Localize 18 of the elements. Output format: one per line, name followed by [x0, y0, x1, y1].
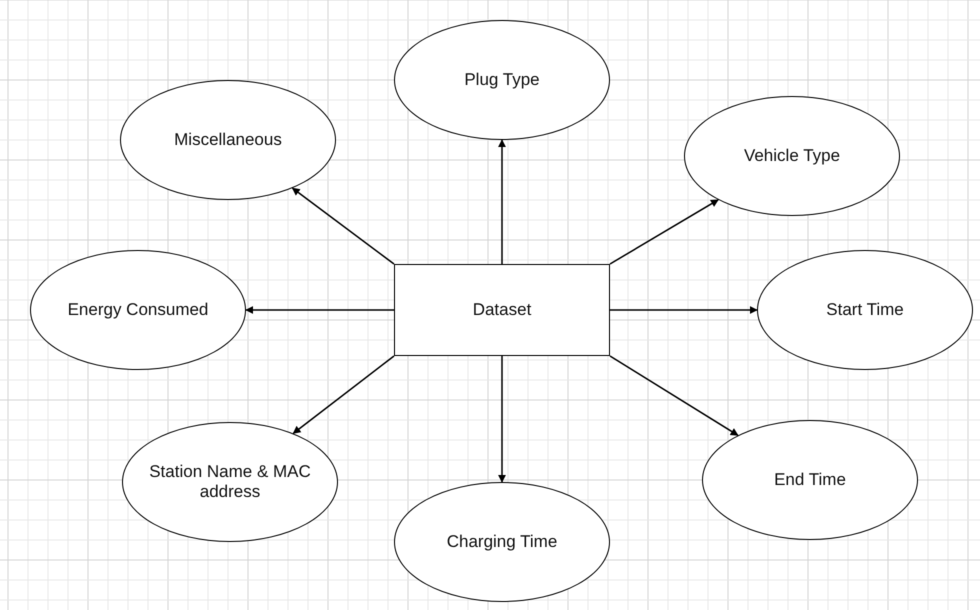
process-box: [394, 264, 610, 356]
arrow: [292, 355, 394, 434]
arrow: [498, 356, 506, 483]
node-label: End Time: [773, 470, 847, 490]
node-label: Charging Time: [446, 532, 558, 552]
node-label: Dataset: [472, 300, 532, 320]
arrow: [610, 199, 719, 265]
node-label: Start Time: [825, 300, 905, 320]
node-label: Miscellaneous: [173, 130, 283, 150]
node-label: Vehicle Type: [742, 146, 842, 166]
node-label: Energy Consumed: [66, 300, 210, 320]
arrow: [610, 355, 739, 436]
node-label: Plug Type: [463, 70, 541, 90]
arrow: [292, 188, 394, 265]
node-label: Station Name & MAC address: [148, 462, 312, 502]
arrow: [245, 306, 394, 314]
arrow: [498, 139, 506, 264]
arrow: [610, 306, 758, 314]
